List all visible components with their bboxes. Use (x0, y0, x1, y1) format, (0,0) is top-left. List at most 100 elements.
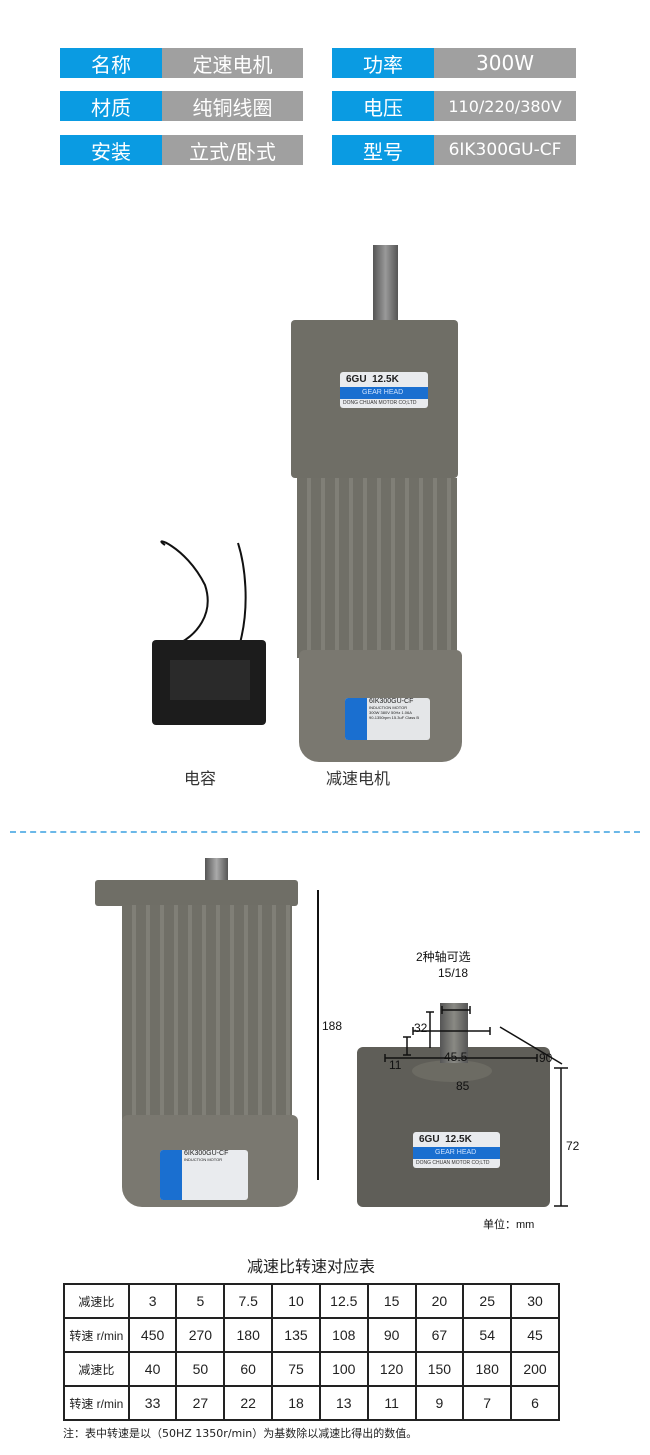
motor-flange (95, 880, 298, 906)
motor-plate-specs: 300W 380V 50Hz 1.06A (369, 710, 412, 715)
gearhead-plate-2: 6GU 12.5K GEAR HEAD DONG CHUAN MOTOR CO;… (413, 1132, 500, 1168)
gearhead-shaft (440, 1003, 468, 1063)
table-cell: 200 (510, 1351, 560, 1387)
plate-type: GEAR HEAD (413, 1147, 500, 1159)
table-cell: 10 (271, 1283, 321, 1319)
plate-maker: DONG CHUAN MOTOR CO;LTD (343, 400, 417, 406)
motor-plate-speed: 90-1350rpm 15.3uF Class B (369, 715, 420, 720)
table-cell: 27 (175, 1385, 226, 1421)
dimension-lines (384, 1006, 568, 1207)
row-header: 减速比 (63, 1283, 130, 1319)
table-cell: 54 (462, 1317, 513, 1353)
table-cell: 9 (414, 1385, 465, 1421)
spec-value-name: 定速电机 (162, 48, 303, 78)
motor-body-2 (122, 905, 292, 1120)
spec-label-name: 名称 (60, 48, 162, 78)
table-cell: 75 (271, 1351, 321, 1387)
motor-body (297, 478, 457, 658)
spec-label-mount: 安装 (60, 135, 162, 165)
plate-ratio: 12.5K (445, 1134, 472, 1145)
shaft-options-label: 2种轴可选 (416, 950, 471, 964)
table-cell: 20 (414, 1283, 465, 1319)
plate-model: 6GU (419, 1134, 440, 1145)
boss-dia-dim: 45.5 (444, 1050, 468, 1064)
gearhead-boss (412, 1060, 492, 1082)
capacitor-image (152, 540, 266, 725)
capacitor-caption: 电容 (184, 769, 217, 788)
plate-logo-icon (345, 698, 367, 740)
table-cell: 100 (318, 1351, 369, 1387)
row-header: 转速 r/min (63, 1317, 130, 1353)
table-cell: 150 (414, 1351, 465, 1387)
motor-plate: 6IK300GU-CF INDUCTION MOTOR 300W 380V 50… (345, 698, 430, 740)
section-divider (10, 831, 640, 833)
table-cell: 7 (462, 1385, 513, 1421)
table-cell: 135 (271, 1317, 321, 1353)
table-cell: 25 (462, 1283, 513, 1319)
table-cell: 7.5 (223, 1283, 274, 1319)
table-cell: 108 (318, 1317, 369, 1353)
table-cell: 60 (223, 1351, 274, 1387)
plate-ratio: 12.5K (372, 374, 399, 385)
depth-dim: 90 (539, 1051, 553, 1065)
plate-type: GEAR HEAD (340, 387, 428, 399)
table-cell: 450 (127, 1317, 178, 1353)
motor-plate-model: 6IK300GU-CF (184, 1150, 229, 1157)
height-dim: 188 (322, 1019, 343, 1033)
spec-label-material: 材质 (60, 91, 162, 121)
motor-caption: 减速电机 (326, 769, 391, 788)
plate-logo-icon (160, 1150, 182, 1200)
table-cell: 18 (271, 1385, 321, 1421)
spec-label-power: 功率 (332, 48, 434, 78)
gearhead-plate: 6GU 12.5K GEAR HEAD DONG CHUAN MOTOR CO;… (340, 372, 428, 408)
table-cell: 12.5 (318, 1283, 369, 1319)
motor-plate-type: INDUCTION MOTOR (184, 1157, 223, 1162)
boss-height-dim: 11 (389, 1058, 402, 1072)
table-cell: 270 (175, 1317, 226, 1353)
spec-value-model: 6IK300GU-CF (434, 135, 576, 165)
table-cell: 13 (318, 1385, 369, 1421)
table-cell: 120 (366, 1351, 417, 1387)
table-cell: 30 (510, 1283, 560, 1319)
table-cell: 40 (127, 1351, 178, 1387)
table-cell: 22 (223, 1385, 274, 1421)
motor-plate-2: 6IK300GU-CF INDUCTION MOTOR (160, 1150, 248, 1200)
motor-shaft (373, 245, 398, 323)
spec-label-voltage: 电压 (332, 91, 434, 121)
spec-value-voltage: 110/220/380V (434, 91, 576, 121)
table-cell: 180 (462, 1351, 513, 1387)
table-cell: 3 (127, 1283, 178, 1319)
table-cell: 15 (366, 1283, 417, 1319)
motor-plate-model: 6IK300GU-CF (369, 698, 414, 705)
spec-value-mount: 立式/卧式 (162, 135, 303, 165)
spec-label-model: 型号 (332, 135, 434, 165)
row-header: 转速 r/min (63, 1385, 130, 1421)
unit-label: 单位：mm (483, 1219, 535, 1231)
table-cell: 5 (175, 1283, 226, 1319)
plate-model: 6GU (346, 374, 367, 385)
box-height-dim: 72 (566, 1139, 580, 1153)
spec-value-material: 纯铜线圈 (162, 91, 303, 121)
table-cell: 45 (510, 1317, 560, 1353)
table-cell: 6 (510, 1385, 560, 1421)
table-cell: 33 (127, 1385, 178, 1421)
table-note: 注：表中转速是以（50HZ 1350r/min）为基数除以减速比得出的数值。 (63, 1427, 418, 1440)
row-header: 减速比 (63, 1351, 130, 1387)
table-cell: 90 (366, 1317, 417, 1353)
table-cell: 50 (175, 1351, 226, 1387)
table-title: 减速比转速对应表 (246, 1257, 375, 1276)
table-cell: 11 (366, 1385, 417, 1421)
spec-value-power: 300W (434, 48, 576, 78)
height-dim-line (317, 890, 319, 1180)
table-cell: 180 (223, 1317, 274, 1353)
motor-shaft-2 (205, 858, 228, 882)
shaft-len-dim: 32 (414, 1021, 428, 1035)
shaft-dia-dim: 15/18 (438, 966, 469, 980)
width-dim: 85 (456, 1079, 470, 1093)
plate-maker: DONG CHUAN MOTOR CO;LTD (416, 1160, 490, 1166)
